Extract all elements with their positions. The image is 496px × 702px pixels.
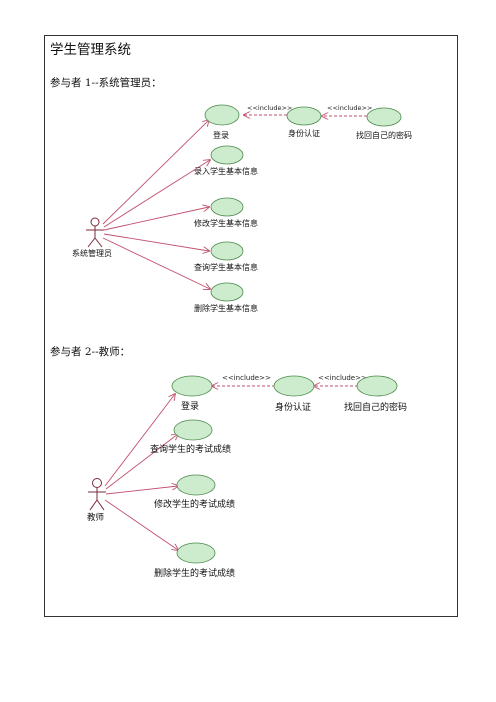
usecase-admin-delete-label: 删除学生基本信息 [194, 303, 258, 313]
usecase-teacher-modify-label: 修改学生的考试成绩 [154, 498, 235, 510]
assoc-admin-query [103, 233, 209, 251]
usecase-teacher-query-label: 查询学生的考试成绩 [150, 443, 231, 455]
assoc-admin-enter [103, 160, 210, 228]
include-label-1a: <<include>> [247, 104, 292, 112]
usecase-teacher-modify [176, 474, 216, 496]
usecase-admin-auth [286, 106, 322, 126]
assoc-admin-delete [102, 237, 210, 289]
section1-actor [86, 217, 104, 248]
usecase-admin-login [204, 104, 240, 126]
usecase-admin-auth-label: 身份认证 [288, 128, 320, 138]
usecase-admin-enter [210, 145, 244, 165]
usecase-admin-query [210, 241, 244, 261]
usecase-teacher-delete [176, 542, 216, 564]
usecase-admin-recover [366, 107, 402, 127]
usecase-teacher-delete-label: 删除学生的考试成绩 [154, 567, 235, 579]
actor-head [90, 217, 100, 227]
usecase-admin-modify-label: 修改学生基本信息 [194, 218, 258, 228]
usecase-admin-modify [210, 197, 244, 217]
usecase-admin-recover-label: 找回自己的密码 [356, 130, 412, 140]
usecase-admin-query-label: 查询学生基本信息 [194, 262, 258, 272]
section2-actor-label: 教师 [87, 512, 105, 523]
usecase-admin-enter-label: 录入学生基本信息 [194, 166, 258, 176]
section2-actor [88, 478, 106, 511]
usecase-teacher-auth [273, 375, 315, 397]
diagram-frame [44, 35, 458, 617]
assoc-teacher-modify [105, 486, 178, 495]
usecase-teacher-recover-label: 找回自己的密码 [344, 401, 407, 413]
usecase-teacher-auth-label: 身份认证 [275, 401, 311, 413]
usecase-admin-login-label: 登录 [213, 130, 229, 140]
page-title: 学生管理系统 [50, 42, 131, 58]
usecase-admin-delete [210, 282, 244, 302]
usecase-teacher-login-label: 登录 [181, 401, 199, 412]
assoc-teacher-login [104, 394, 175, 487]
usecase-teacher-recover [356, 375, 398, 397]
assoc-teacher-delete [104, 499, 178, 550]
section2-heading: 参与者 2--教师： [50, 346, 131, 358]
include-label-2b: <<include>> [318, 374, 367, 382]
assoc-admin-login [102, 120, 209, 225]
usecase-teacher-login [171, 375, 213, 397]
include-label-2a: <<include>> [222, 374, 271, 382]
assoc-admin-modify [103, 207, 209, 231]
usecase-teacher-query [173, 419, 213, 441]
actor-head [92, 478, 102, 488]
include-label-1b: <<include>> [327, 104, 372, 112]
section1-actor-label: 系统管理员 [72, 248, 112, 258]
section1-heading: 参与者 1--系统管理员： [50, 77, 162, 89]
assoc-teacher-query [105, 434, 178, 490]
